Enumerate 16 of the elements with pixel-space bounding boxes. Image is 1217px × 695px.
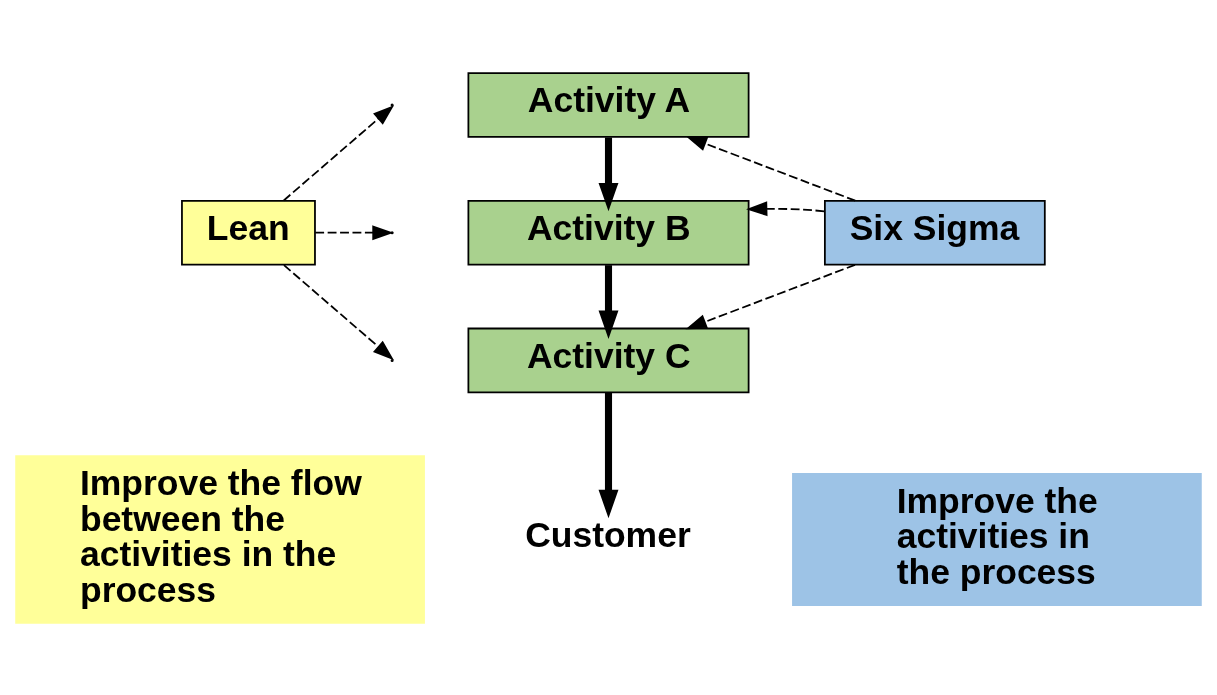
arrow (598, 264, 619, 339)
arrow (283, 263, 394, 360)
arrow (598, 392, 619, 518)
node-box: Six Sigma (824, 199, 1046, 266)
arrow (685, 263, 856, 329)
node-text: Customer (525, 514, 691, 555)
arrow (746, 200, 826, 216)
node-box: Improve the flow between the activities in the process (15, 454, 425, 624)
node-box: Activity A (467, 71, 750, 138)
node-box: Improve the activities in the process (792, 472, 1202, 606)
node-box: Activity B (467, 199, 750, 266)
arrow (685, 135, 857, 202)
arrow (598, 137, 619, 211)
arrow (314, 224, 394, 240)
node-box: Lean (181, 199, 316, 266)
node-box: Activity C (467, 327, 750, 393)
